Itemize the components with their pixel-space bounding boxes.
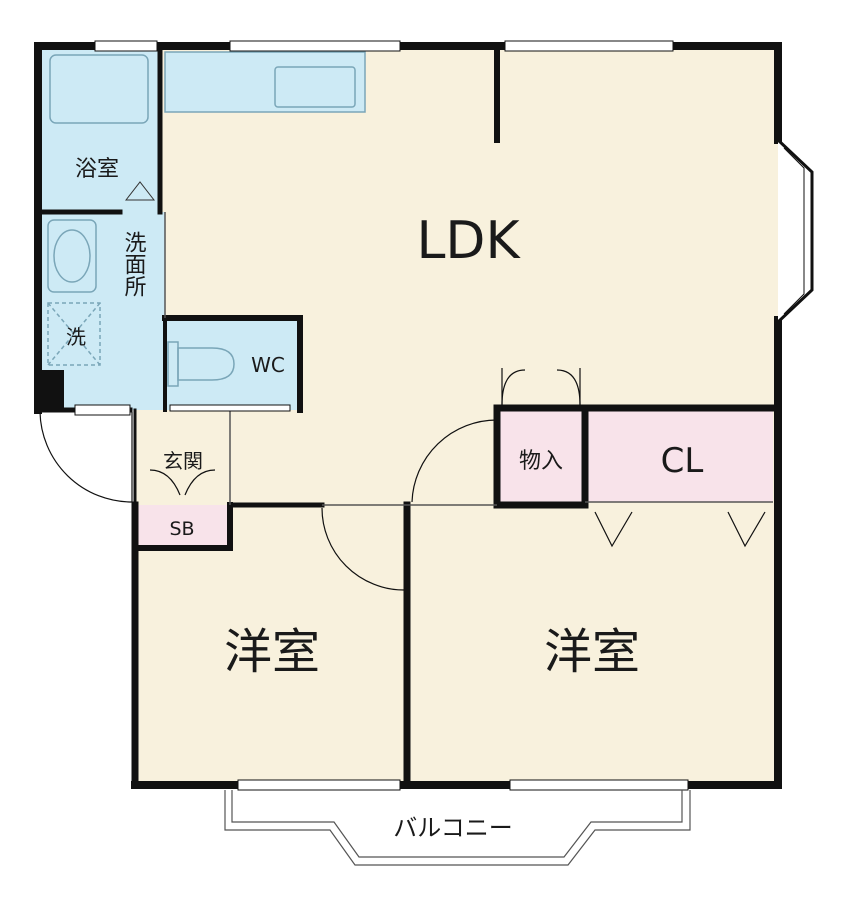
ldk-label: LDK: [416, 211, 521, 271]
washer-space: [47, 302, 101, 366]
closet-label: CL: [661, 441, 704, 481]
thin-partitions: [164, 212, 773, 506]
room-left-door: [321, 507, 405, 591]
western-room-left-floor: [135, 505, 407, 785]
bathtub: [49, 54, 149, 124]
storage-floor: [497, 410, 585, 505]
shoe-box-label: SB: [169, 518, 194, 540]
storage-label: 物入: [519, 449, 563, 474]
wash-basin-bowl: [53, 229, 91, 283]
toilet-floor: [165, 318, 300, 410]
doors: [39, 368, 766, 591]
western-room-left-label: 洋室: [224, 624, 320, 680]
floors: [40, 45, 778, 785]
entrance-floor: [135, 410, 235, 505]
toilet-bowl: [177, 347, 235, 381]
bath-floor: [40, 45, 160, 212]
bath-label: 浴室: [75, 157, 119, 182]
entrance-inner-doors: [149, 469, 216, 496]
closet-floor: [585, 410, 773, 502]
washer-label: 洗: [66, 325, 86, 349]
balcony-label: バルコニー: [393, 814, 513, 842]
entrance-label: 玄関: [163, 449, 203, 473]
fixtures: [47, 54, 356, 387]
toilet-label: WC: [251, 353, 285, 377]
balcony: [224, 790, 691, 866]
bath-door-triangle: [124, 181, 156, 201]
kitchen-sink: [274, 66, 356, 108]
western-room-right-floor: [407, 505, 778, 785]
labels: LDK 浴室 洗面所 洗 WC 玄関 SB 物入 CL 洋室 洋室 バルコニー: [66, 157, 703, 842]
entrance-door: [39, 411, 133, 503]
windows: [74, 40, 814, 791]
washroom-label: 洗面所: [121, 231, 147, 297]
western-room-right-label: 洋室: [544, 624, 640, 680]
bay-window: [776, 138, 814, 324]
kitchen-counter: [164, 51, 366, 113]
closet-door-marks: [594, 511, 766, 548]
wash-basin: [47, 219, 97, 293]
shoe-box-floor: [135, 505, 230, 547]
ldk-door: [411, 419, 498, 503]
